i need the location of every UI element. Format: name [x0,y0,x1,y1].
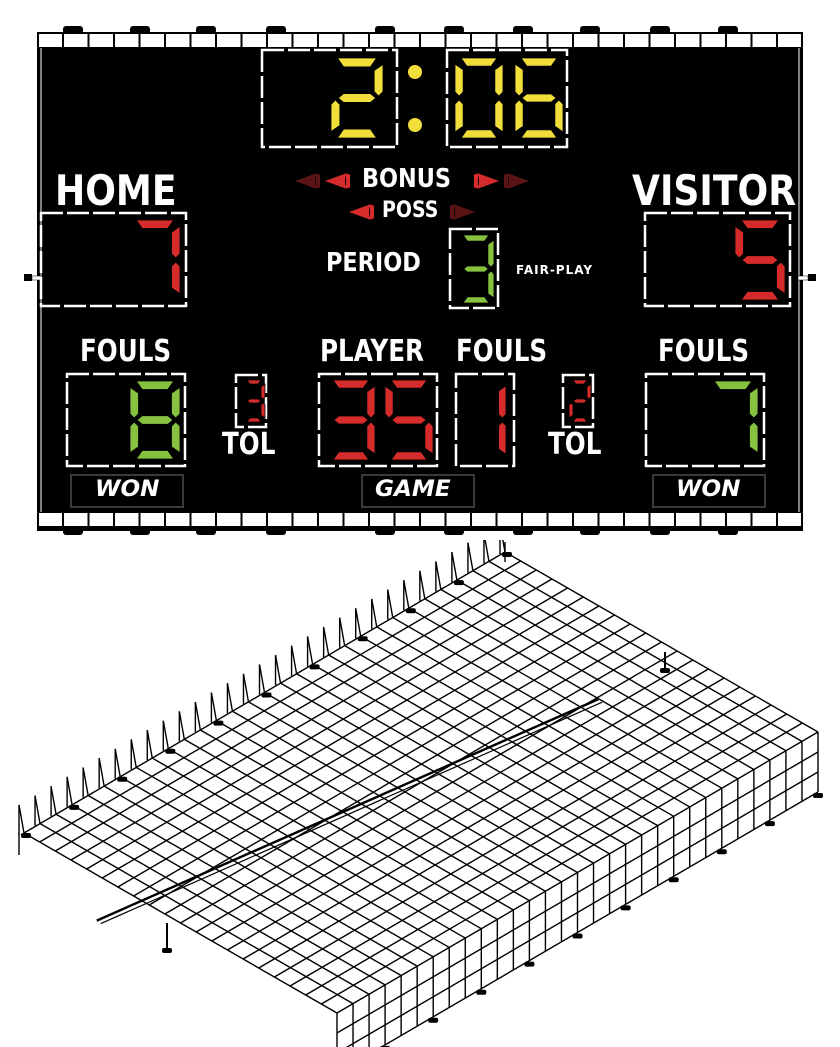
visitor-fouls-label: FOULS [658,334,750,369]
player-label: PLAYER [320,334,424,369]
scoreboard: HOME VISITOR BONUS POSS PERIOD FAIR-PLAY… [24,26,816,535]
scoreboard-graphic [24,26,816,535]
home-won-indicator [70,474,184,508]
home-label: HOME [55,166,177,215]
bonus-label: BONUS [362,164,452,194]
game-label: GAME [375,477,451,502]
home-fouls-label: FOULS [80,334,172,369]
period-label: PERIOD [326,248,421,278]
home-tol-label: TOL [222,427,276,462]
home-won-label: WON [95,477,160,502]
visitor-label: VISITOR [632,166,797,215]
brand-logo: FAIR-PLAY [516,263,594,277]
visitor-won-label: WON [676,477,741,502]
possession-label: POSS [382,198,439,223]
visitor-won-indicator [652,474,766,508]
game-indicator [361,474,475,508]
player-fouls-label: FOULS [456,334,548,369]
isometric-grid-frame-drawing [18,540,823,1047]
visitor-tol-label: TOL [548,427,602,462]
